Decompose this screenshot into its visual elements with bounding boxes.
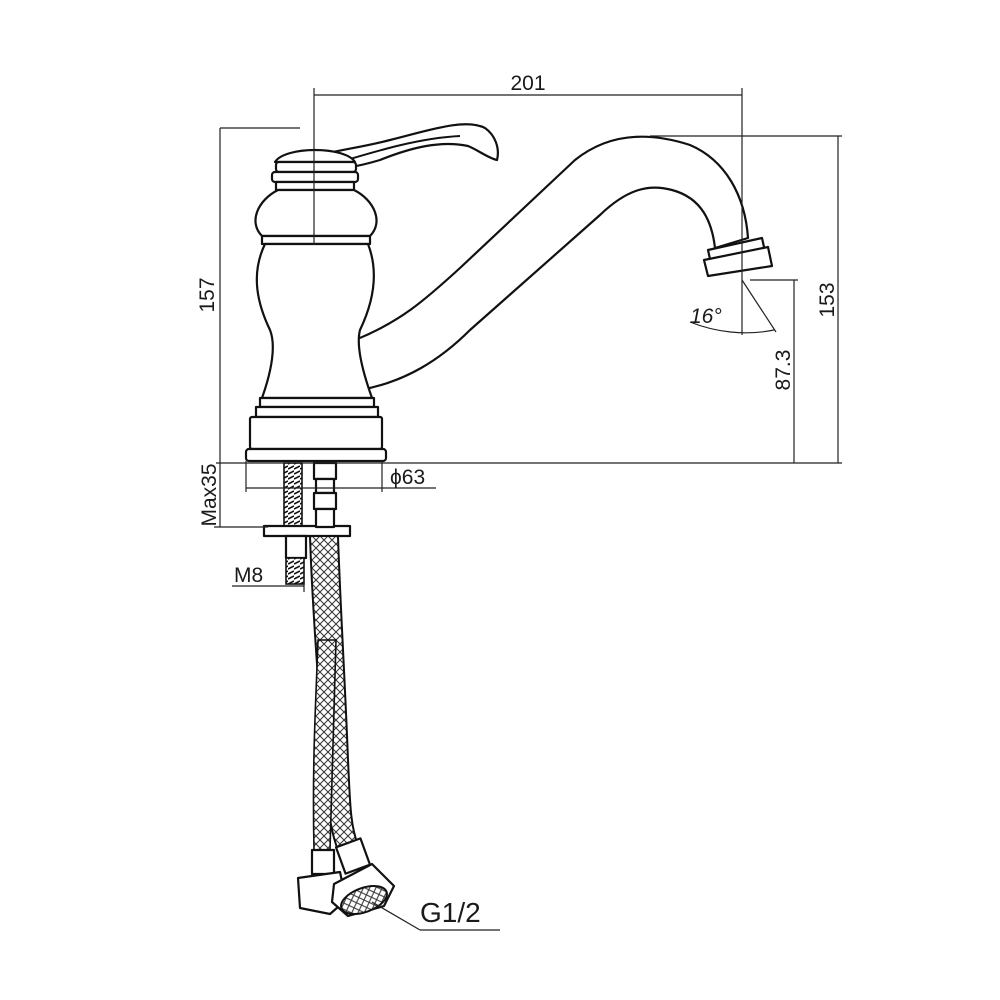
mounting-stud <box>262 462 352 585</box>
inlet-connector <box>312 461 338 529</box>
dimension-outlet-angle: 16° <box>689 279 777 334</box>
spout-height-label: 153 <box>816 282 839 317</box>
outlet-angle-label: 16° <box>690 305 722 328</box>
spout-reach-label: 201 <box>510 72 545 95</box>
hose-thread-label: G1/2 <box>420 897 481 928</box>
dimension-spout-reach: 201 <box>313 72 743 335</box>
dimension-spout-height: 153 <box>650 135 842 463</box>
aerator <box>702 236 774 278</box>
total-height-label: 157 <box>196 277 219 312</box>
stud-thread-label: M8 <box>234 564 263 587</box>
dimension-outlet-height: 87.3 <box>750 279 798 463</box>
dimension-total-height: 157 <box>196 127 300 463</box>
outlet-height-label: 87.3 <box>772 350 795 391</box>
hose-nuts <box>296 837 396 918</box>
dimension-hose-thread: G1/2 <box>371 897 500 931</box>
faucet-body <box>244 148 388 463</box>
dimension-base-diameter: ϕ63 <box>245 461 436 492</box>
dimension-stud-thread: M8 <box>232 564 305 592</box>
dimension-max-thickness: Max35 <box>198 463 268 528</box>
max-thickness-label: Max35 <box>198 463 221 526</box>
braided-hose <box>308 535 360 852</box>
base-diameter-label: ϕ63 <box>390 466 425 489</box>
spout <box>353 135 750 392</box>
